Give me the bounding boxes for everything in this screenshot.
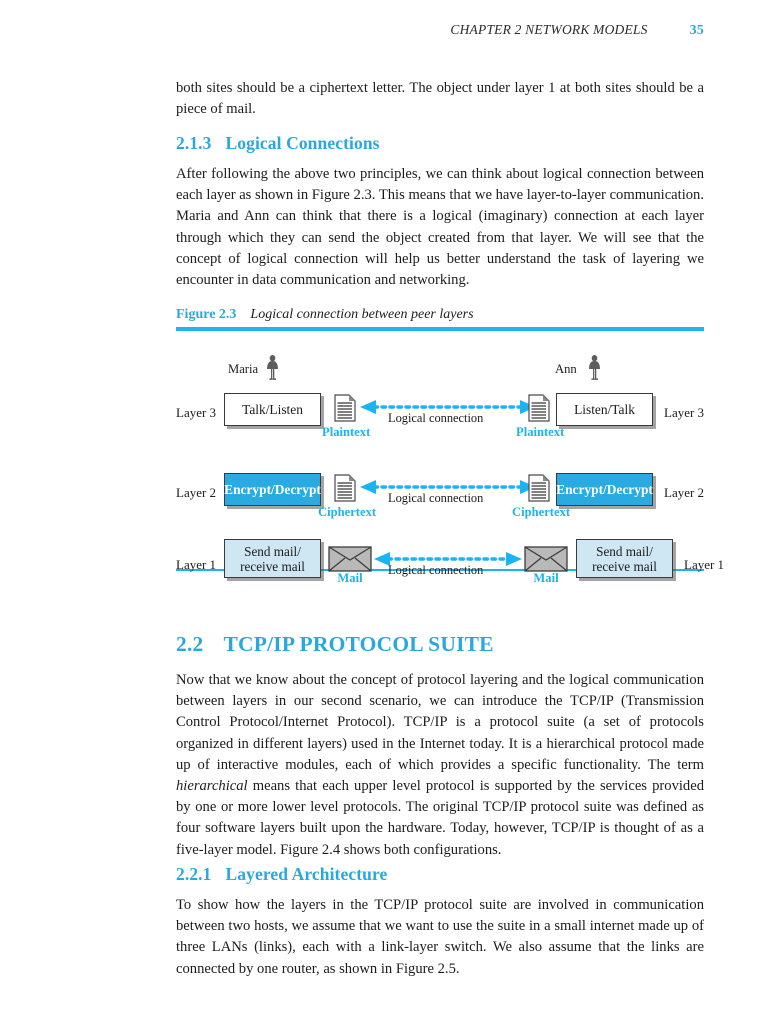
- layer-2-left-box: Encrypt/Decrypt: [224, 473, 321, 506]
- layer-2-left-object-label: Ciphertext: [318, 505, 377, 519]
- section-2-2-paragraph-part1: Now that we know about the concept of pr…: [176, 672, 704, 773]
- figure-2-3: Figure 2.3 Logical connection between pee…: [176, 307, 724, 585]
- figure-body: Maria Ann Layer 3 Talk/Listen: [176, 331, 724, 585]
- layer-2-right-box: Encrypt/Decrypt: [556, 473, 653, 506]
- envelope-icon-right-layer1: [524, 546, 568, 572]
- person-icon-maria: [267, 355, 278, 380]
- layer-3-right-box-label: Listen/Talk: [574, 402, 635, 417]
- layer-1-left-box: Send mail/ receive mail: [224, 539, 321, 578]
- section-2-2-paragraph-italic: hierarchical: [176, 778, 248, 795]
- layer-1-right-box-line1: Send mail/: [596, 543, 653, 559]
- figure-layer-3-row: Layer 3 Talk/Listen Plaintext: [176, 389, 704, 445]
- intro-paragraph: both sites should be a ciphertext letter…: [176, 80, 704, 118]
- layer-1-right-object-label: Mail: [533, 571, 559, 585]
- figure-layer-1-row: Layer 1 Send mail/ receive mail Mail Log…: [176, 539, 724, 595]
- logical-connection-arrow-layer2: [360, 480, 536, 494]
- layer-1-left-object-label: Mail: [337, 571, 363, 585]
- figure-bottom-rule: [176, 569, 704, 571]
- layer-2-right-box-label: Encrypt/Decrypt: [556, 482, 653, 497]
- layer-1-right-label: Layer 1: [684, 557, 725, 572]
- layer-3-right-object-label: Plaintext: [516, 425, 565, 439]
- layer-1-left-label: Layer 1: [176, 557, 217, 572]
- layer-3-left-box-label: Talk/Listen: [242, 402, 303, 417]
- section-2-2-paragraph: Now that we know about the concept of pr…: [176, 670, 704, 861]
- layer-2-right-object-label: Ciphertext: [512, 505, 571, 519]
- layer-2-connection-label: Logical connection: [388, 491, 484, 505]
- layer-2-left-box-label: Encrypt/Decrypt: [224, 482, 321, 497]
- layer-1-left-box-line2: receive mail: [240, 558, 305, 574]
- layer-1-right-box: Send mail/ receive mail: [576, 539, 673, 578]
- layer-1-right-box-line2: receive mail: [592, 558, 657, 574]
- figure-layer-2-row: Layer 2 Encrypt/Decrypt Ciphertext: [176, 469, 704, 525]
- person-icon-ann: [589, 355, 600, 380]
- page-number: 35: [689, 23, 704, 38]
- heading-2-2-number: 2.2: [176, 632, 204, 656]
- document-icon-right-layer2: [528, 474, 550, 502]
- section-2-1-3-paragraph: After following the above two principles…: [176, 166, 704, 289]
- heading-2-2: 2.2 TCP/IP PROTOCOL SUITE: [176, 632, 704, 657]
- layer-3-left-box: Talk/Listen: [224, 393, 321, 426]
- heading-2-1-3-number: 2.1.3: [176, 133, 212, 153]
- layer-2-left-label: Layer 2: [176, 485, 217, 500]
- layer-1-connection-label: Logical connection: [388, 563, 484, 577]
- logical-connection-arrow-layer3: [360, 400, 536, 414]
- section-2-2-1-paragraph: To show how the layers in the TCP/IP pro…: [176, 897, 704, 977]
- layer-1-left-box-line1: Send mail/: [244, 543, 301, 559]
- document-icon-left-layer3: [334, 394, 356, 422]
- heading-2-1-3: 2.1.3 Logical Connections: [176, 133, 704, 154]
- section-2-2-paragraph-part2: means that each upper level protocol is …: [176, 778, 704, 858]
- figure-top-rule: [176, 327, 704, 331]
- layer-3-right-label: Layer 3: [664, 405, 705, 420]
- person-label-ann: Ann: [555, 362, 577, 376]
- layer-3-connection-label: Logical connection: [388, 411, 484, 425]
- person-label-maria: Maria: [228, 362, 259, 376]
- layer-3-left-object-label: Plaintext: [322, 425, 371, 439]
- heading-2-1-3-title: Logical Connections: [225, 133, 380, 153]
- heading-2-2-1-number: 2.2.1: [176, 864, 212, 884]
- document-icon-right-layer3: [528, 394, 550, 422]
- figure-caption: Figure 2.3 Logical connection between pee…: [176, 307, 704, 327]
- figure-caption-text: Logical connection between peer layers: [250, 307, 474, 322]
- heading-2-2-1: 2.2.1 Layered Architecture: [176, 864, 704, 885]
- document-icon-left-layer2: [334, 474, 356, 502]
- heading-2-2-1-title: Layered Architecture: [225, 864, 388, 884]
- envelope-icon-left-layer1: [328, 546, 372, 572]
- heading-2-2-title: TCP/IP PROTOCOL SUITE: [223, 632, 494, 656]
- running-head: CHAPTER 2 NETWORK MODELS 35: [176, 22, 704, 39]
- figure-label: Figure 2.3: [176, 307, 237, 322]
- running-head-chapter: CHAPTER 2 NETWORK MODELS: [450, 22, 648, 37]
- layer-3-left-label: Layer 3: [176, 405, 217, 420]
- layer-2-right-label: Layer 2: [664, 485, 705, 500]
- logical-connection-arrow-layer1: [374, 552, 522, 566]
- layer-3-right-box: Listen/Talk: [556, 393, 653, 426]
